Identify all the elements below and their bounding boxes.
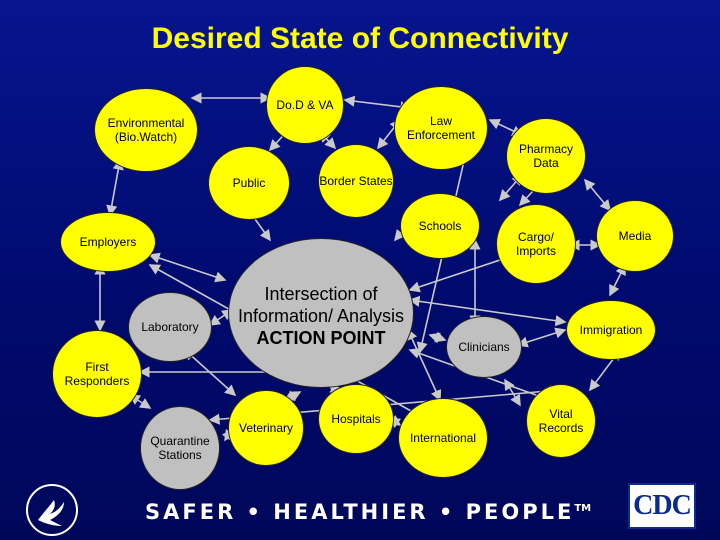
slide-title: Desired State of Connectivity bbox=[151, 22, 569, 55]
node-laboratory: Laboratory bbox=[128, 292, 212, 362]
center-label-action-point: ACTION POINT bbox=[256, 328, 386, 348]
node-action-point: Intersection of Information/ Analysis AC… bbox=[228, 238, 414, 388]
node-clinicians: Clinicians bbox=[446, 316, 522, 378]
node-public: Public bbox=[208, 146, 290, 220]
node-first-responders: First Responders bbox=[52, 330, 142, 418]
trademark-mark: TM bbox=[574, 503, 592, 514]
node-veterinary: Veterinary bbox=[228, 390, 304, 466]
node-law-enforcement: Law Enforcement bbox=[394, 86, 488, 170]
node-employers: Employers bbox=[60, 212, 156, 272]
node-international: International bbox=[398, 398, 488, 478]
node-pharmacy-data: Pharmacy Data bbox=[506, 118, 586, 194]
edge-clinicians-vital bbox=[504, 378, 521, 407]
hhs-eagle-logo-icon bbox=[26, 484, 78, 536]
node-vital-records: Vital Records bbox=[526, 384, 596, 458]
node-environmental: Environmental (Bio.Watch) bbox=[94, 88, 198, 172]
node-quarantine-stations: Quarantine Stations bbox=[140, 406, 220, 490]
edge-pharmacy-media bbox=[583, 178, 612, 212]
node-media: Media bbox=[596, 200, 674, 272]
edge-center-international bbox=[406, 328, 442, 402]
node-immigration: Immigration bbox=[566, 300, 656, 360]
edge-clinicians-immigration bbox=[516, 327, 567, 348]
edge-env-employers bbox=[106, 158, 124, 217]
node-cargo-imports: Cargo/ Imports bbox=[496, 204, 576, 284]
cdc-logo-icon: CDC bbox=[628, 483, 696, 529]
node-dod-va: Do.D & VA bbox=[266, 66, 344, 144]
edge-employers-center bbox=[148, 252, 227, 283]
node-schools: Schools bbox=[400, 193, 480, 259]
tagline-text: SAFER • HEALTHIER • PEOPLE bbox=[145, 500, 575, 524]
center-label-intersection: Intersection of Information/ Analysis bbox=[237, 284, 405, 326]
node-border-states: Border States bbox=[318, 144, 394, 218]
edge-center-clinicians bbox=[428, 331, 447, 344]
node-hospitals: Hospitals bbox=[318, 384, 394, 454]
cdc-logo-text: CDC bbox=[633, 490, 692, 521]
footer-tagline: SAFER • HEALTHIER • PEOPLETM bbox=[145, 500, 591, 524]
